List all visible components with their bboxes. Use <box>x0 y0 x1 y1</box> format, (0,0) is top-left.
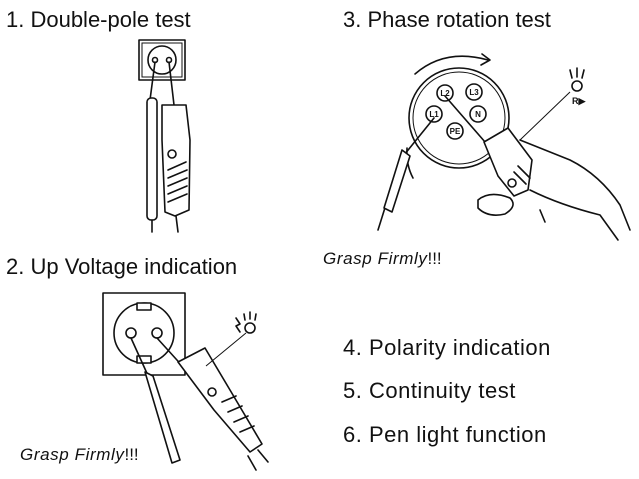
phase-rotation-illustration: L2 L3 L1 N PE <box>377 53 631 241</box>
grasp-firmly-caption-top: Grasp Firmly!!! <box>323 249 442 269</box>
socket-pin-l3: L3 <box>465 83 483 101</box>
pin-label-l1: L1 <box>429 110 439 119</box>
socket-pin-n: N <box>469 105 487 123</box>
list-item-pen-light-function: 6. Pen light function <box>343 422 547 447</box>
up-voltage-illustration <box>102 292 269 471</box>
pin-label-l3: L3 <box>469 88 479 97</box>
socket-pin-l1: L1 <box>425 105 443 123</box>
list-item-polarity-indication: 4. Polarity indication <box>343 335 551 360</box>
socket-pin-pe: PE <box>446 122 464 140</box>
pin-label-l2: L2 <box>440 89 450 98</box>
grasp-firmly-suffix: !!! <box>427 249 442 268</box>
grasp-firmly-suffix: !!! <box>124 445 139 464</box>
pin-label-pe: PE <box>450 127 461 136</box>
grasp-firmly-caption-bottom: Grasp Firmly!!! <box>20 445 139 465</box>
heading-double-pole-test: 1. Double-pole test <box>6 7 191 32</box>
pin-label-n: N <box>475 110 481 119</box>
socket-pin-l2: L2 <box>436 84 454 102</box>
heading-phase-rotation-test: 3. Phase rotation test <box>343 7 551 32</box>
grasp-firmly-emphasis: Grasp Firmly <box>20 445 125 464</box>
grasp-firmly-emphasis: Grasp Firmly <box>323 249 428 268</box>
list-item-continuity-test: 5. Continuity test <box>343 378 516 403</box>
heading-up-voltage-indication: 2. Up Voltage indication <box>6 254 238 279</box>
phase-indicator: R▶ <box>519 67 586 141</box>
double-pole-illustration <box>138 39 191 233</box>
up-voltage-indicator <box>205 311 257 367</box>
phase-indicator-label: R▶ <box>572 96 586 106</box>
